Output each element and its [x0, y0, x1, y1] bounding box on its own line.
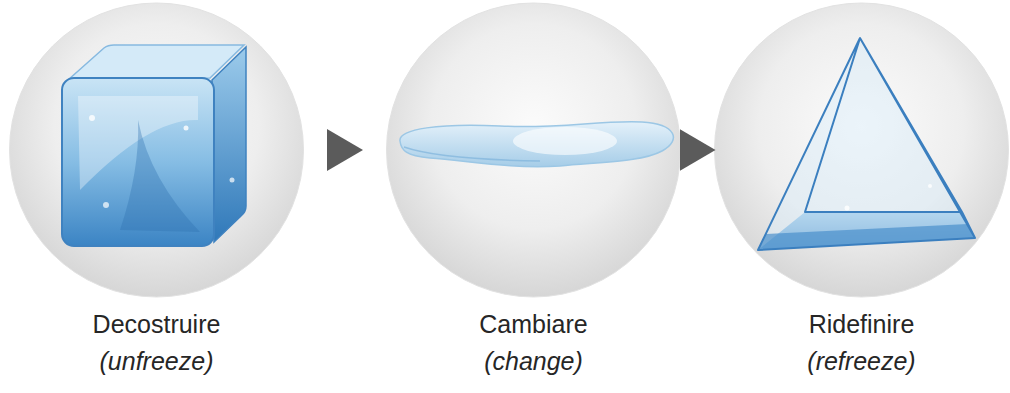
cube-side	[212, 47, 246, 242]
puddle-highlight	[513, 127, 617, 155]
pyramid-bubble	[845, 206, 850, 211]
stage-subtitle: (unfreeze)	[8, 343, 305, 380]
cube-front	[62, 78, 214, 246]
text-stack: Ridefinire(refreeze)	[713, 306, 1010, 380]
circle-outline	[8, 0, 305, 300]
circle-outline	[385, 0, 682, 300]
cube-highlight	[78, 96, 198, 190]
cube-shade	[120, 120, 200, 232]
water-puddle	[400, 122, 673, 167]
puddle-shape	[400, 122, 673, 167]
stage-subtitle: (change)	[385, 343, 682, 380]
pyramid-right-face	[860, 38, 975, 238]
pyramid-base	[758, 212, 975, 250]
pyramid-edges	[758, 38, 975, 250]
stage-title: Ridefinire	[713, 306, 1010, 343]
stage-circle: Decostruire(unfreeze)	[8, 0, 305, 390]
ice-cube	[62, 45, 246, 246]
circle-fill	[387, 3, 681, 297]
stage-circle: Ridefinire(refreeze)	[713, 0, 1010, 390]
stage-title: Cambiare	[385, 306, 682, 343]
cube-bubble	[89, 115, 95, 121]
circle-fill	[10, 3, 304, 297]
ice-pyramid	[758, 38, 975, 250]
stage-title: Decostruire	[8, 306, 305, 343]
cube-bubble	[103, 202, 109, 208]
puddle-rim	[404, 147, 540, 161]
pyramid-front-face	[758, 38, 975, 250]
pyramid-bubble	[928, 184, 932, 188]
text-stack: Cambiare(change)	[385, 306, 682, 380]
flow-arrow	[305, 150, 385, 151]
circle-outline	[713, 0, 1010, 300]
text-stack: Decostruire(unfreeze)	[8, 306, 305, 380]
cube-top	[68, 45, 244, 80]
stage-subtitle: (refreeze)	[713, 343, 1010, 380]
cube-bubble	[184, 126, 189, 131]
flow-arrow	[682, 150, 713, 151]
cube-bubble	[230, 178, 235, 183]
stage-circle: Cambiare(change)	[385, 0, 682, 390]
pyramid-water	[758, 224, 975, 250]
circle-fill	[715, 3, 1009, 297]
